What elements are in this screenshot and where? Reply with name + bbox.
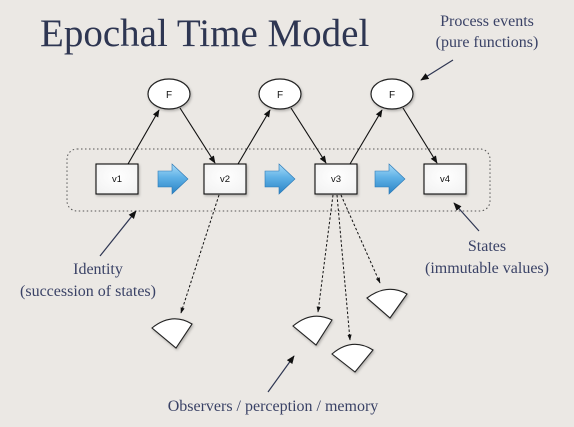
states-sublabel: (immutable values) [425,260,549,277]
identity-dotted-box [66,148,491,212]
arrow-f1-to-v2 [179,107,216,164]
states-pointer [453,202,480,232]
wedge-observer-icon [292,315,333,346]
observers-pointer [267,355,295,393]
function-node-1: F [147,78,191,110]
identity-sublabel: (succession of states) [20,283,156,300]
function-label: F [277,90,283,101]
observer-line-v2 [180,194,220,314]
blue-right-arrow-icon [157,163,189,195]
observer-line-v3-b [336,194,352,341]
identity-label: Identity [73,261,123,278]
arrow-f3-to-v4 [402,107,438,164]
state-box-v3: v3 [314,163,358,195]
blue-right-arrow-icon [264,163,296,195]
arrow-v3-to-f3 [349,109,383,165]
page-title: Epochal Time Model [40,12,369,55]
state-label: v4 [440,174,450,185]
observer-line-v3-a [316,194,334,313]
states-label: States [468,238,506,255]
function-node-2: F [258,78,302,110]
wedge-observer-icon [366,288,408,319]
blue-right-arrow-icon [374,163,406,195]
state-label: v3 [331,174,341,185]
arrow-f2-to-v3 [290,107,327,164]
function-label: F [166,90,172,101]
state-box-v2: v2 [203,163,247,195]
function-label: F [389,90,395,101]
process-events-label: Process events [440,13,534,30]
state-box-v1: v1 [95,163,139,195]
arrow-v2-to-f2 [237,109,271,165]
observer-line-v3-c [340,194,381,284]
process-events-sublabel: (pure functions) [436,34,539,51]
state-label: v2 [220,174,230,185]
state-label: v1 [112,174,122,185]
state-box-v4: v4 [423,163,467,195]
function-node-3: F [370,78,414,110]
arrow-v1-to-f1 [127,109,160,165]
wedge-observer-icon [331,343,374,373]
observers-label: Observers / perception / memory [168,398,379,415]
wedge-observer-icon [151,318,193,349]
identity-pointer [99,210,137,257]
process-events-pointer [420,59,454,81]
